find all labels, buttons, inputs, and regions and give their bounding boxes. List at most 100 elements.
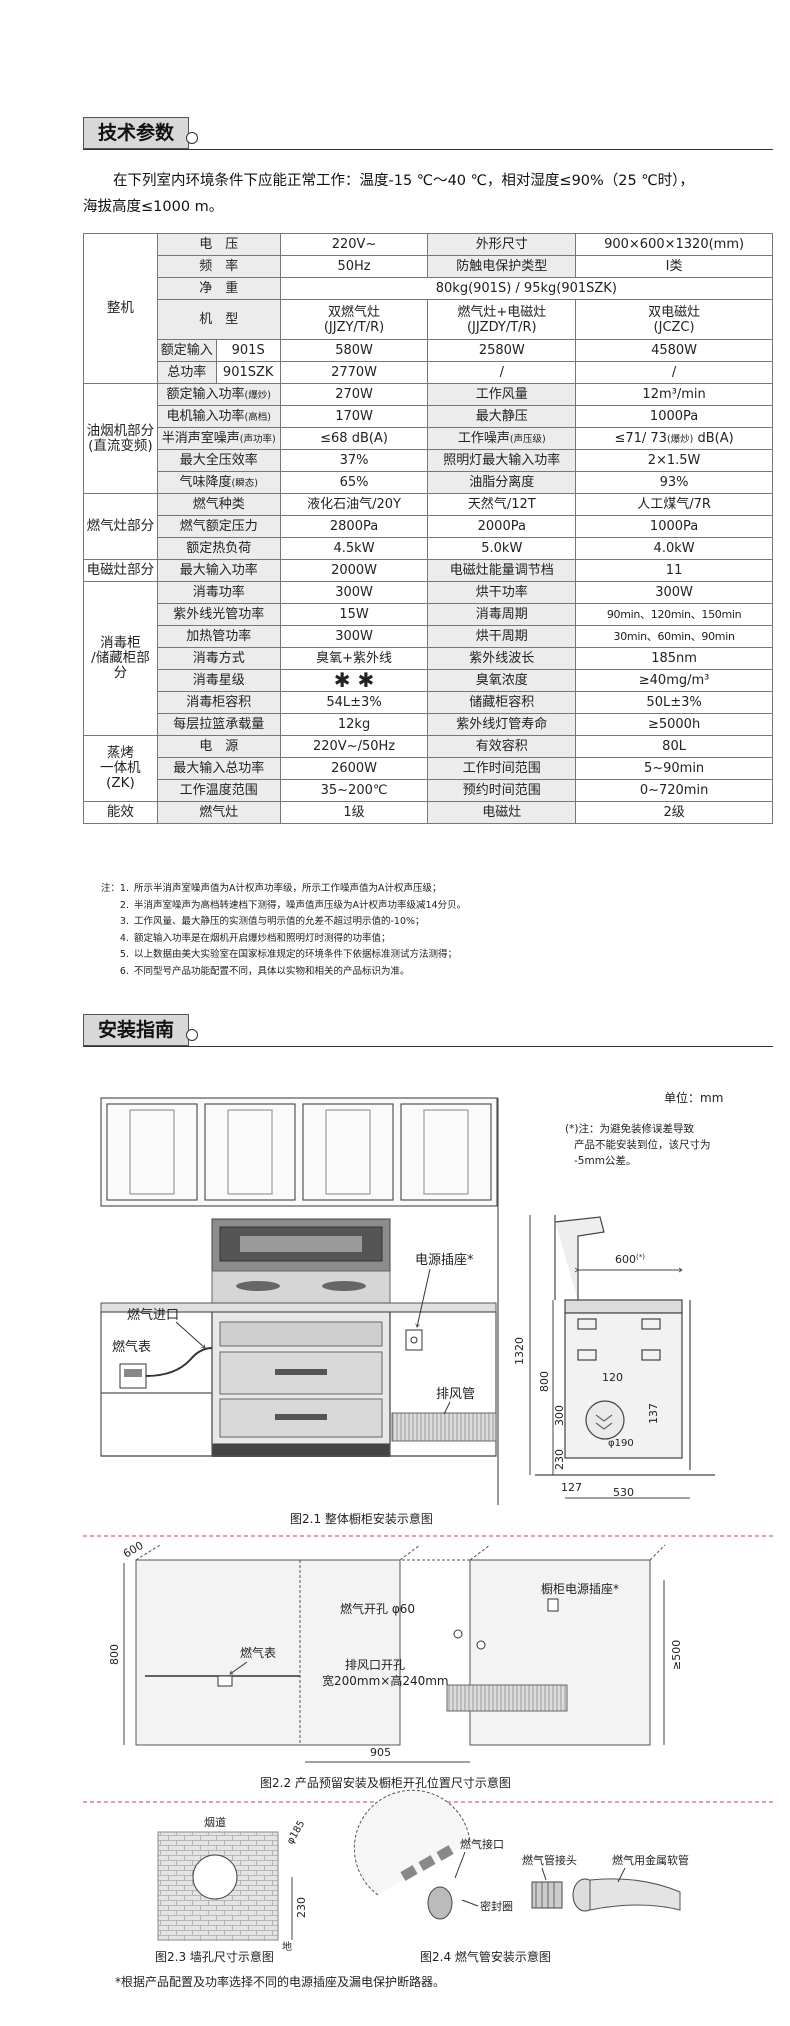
- section-title-text: 技术参数: [98, 122, 175, 144]
- param-label: 消毒功率: [156, 581, 281, 604]
- param-label: 有效容积: [427, 735, 577, 758]
- table-row: 燃气额定压力 2800Pa 2000Pa 1000Pa: [84, 515, 773, 538]
- table-row: 工作温度范围 35~200℃ 预约时间范围 0~720min: [84, 779, 773, 802]
- tolerance-note: (*)注：为避免装修误差导致: [565, 1122, 694, 1135]
- dim-120: 120: [602, 1371, 623, 1384]
- param-label: 总功率: [156, 361, 217, 384]
- figure-2-4: 燃气接口 密封圈 燃气管接头 燃气用金属软管 图2.4 燃气管安装示意图: [353, 1789, 689, 1964]
- dim-137: 137: [647, 1403, 660, 1424]
- tag-hook-icon: [186, 1029, 199, 1041]
- param-value: 15W: [279, 603, 429, 626]
- param-value: 90min、120min、150min: [575, 603, 773, 626]
- param-label: 工作风量: [427, 383, 577, 406]
- param-value: 双燃气灶(JJZY/T/R): [279, 299, 429, 340]
- table-row: 每层拉篮承载量 12kg 紫外线灯管寿命 ≥5000h: [84, 713, 773, 736]
- hose-label: 燃气用金属软管: [612, 1853, 689, 1867]
- tolerance-note: -5mm公差。: [574, 1154, 636, 1167]
- section-title-install: 安装指南: [83, 1014, 199, 1046]
- param-value: 双电磁灶(JCZC): [575, 299, 773, 340]
- table-row: 最大输入总功率 2600W 工作时间范围 5~90min: [84, 757, 773, 780]
- dim-600-tolerance: (*): [636, 1253, 645, 1261]
- intro-line: 海拔高度≤1000 m。: [83, 199, 224, 215]
- table-row: 整机 电 压 220V~ 外形尺寸 900×600×1320(mm): [83, 233, 773, 384]
- dim-phi190: φ190: [608, 1438, 634, 1449]
- param-value: 液化石油气/20Y: [279, 493, 429, 516]
- figure-2-3: 烟道 φ185 230 地 图2.3 墙孔尺寸示意图: [155, 1815, 308, 1964]
- cabinet-socket-label: 橱柜电源插座*: [541, 1581, 619, 1596]
- note-item: 5.以上数据由美大实验室在国家标准规定的环境条件下依据标准测试方法测得；: [119, 949, 458, 960]
- dim-800: 800: [538, 1371, 551, 1392]
- ground-label: 地: [282, 1940, 292, 1953]
- param-value: 1000Pa: [575, 515, 773, 538]
- param-label: 工作时间范围: [427, 757, 577, 780]
- socket-icon: [547, 1598, 559, 1612]
- group-label: 整机: [83, 233, 158, 384]
- table-row: 消毒柜容积 54L±3% 储藏柜容积 50L±3%: [84, 691, 773, 714]
- param-value: ≥5000h: [575, 713, 773, 736]
- param-label: 紫外线光管功率: [156, 603, 281, 626]
- param-value: 300W: [279, 581, 429, 604]
- dim-530: 530: [613, 1486, 634, 1499]
- figure-caption: 图2.1 整体橱柜安装示意图: [290, 1511, 433, 1526]
- param-label: 加热管功率: [156, 625, 281, 648]
- dim-1320: 1320: [513, 1337, 526, 1365]
- param-value: 65%: [279, 471, 429, 494]
- param-value: 50L±3%: [575, 691, 773, 714]
- dim-230: 230: [295, 1897, 308, 1918]
- table-row: 额定热负荷 4.5kW 5.0kW 4.0kW: [84, 537, 773, 560]
- param-label: 消毒柜容积: [156, 691, 281, 714]
- param-label: 工作温度范围: [156, 779, 281, 802]
- flue-label: 烟道: [204, 1815, 226, 1829]
- param-label: 电 压: [156, 233, 281, 256]
- table-row: 油烟机部分(直流变频) 额定输入功率(爆炒) 270W 工作风量 12m³/mi…: [83, 383, 773, 494]
- param-value: 220V~/50Hz: [279, 735, 429, 758]
- param-label: 最大输入功率: [156, 559, 281, 582]
- param-value: ≥40mg/m³: [575, 669, 773, 692]
- vent-hole-label: 排风口开孔: [345, 1658, 405, 1672]
- param-value: 2000Pa: [427, 515, 577, 538]
- wall-cabinets: [100, 1097, 498, 1207]
- param-value: 12m³/min: [575, 383, 773, 406]
- param-label: 消毒周期: [427, 603, 577, 626]
- param-label: 频 率: [156, 255, 281, 278]
- dim-230: 230: [553, 1449, 566, 1470]
- param-label: 消毒方式: [156, 647, 281, 670]
- param-value: 2000W: [279, 559, 429, 582]
- group-label: 蒸烤一体机(ZK): [83, 735, 158, 802]
- param-value: 5~90min: [575, 757, 773, 780]
- param-label: 工作噪声(声压级): [427, 427, 577, 450]
- figure-2-2: 燃气表 燃气开孔 φ60 橱柜电源插座* 排风口开孔 宽200mm×高240mm…: [108, 1539, 683, 1790]
- dim-300: 300: [553, 1405, 566, 1426]
- dim-600: 600: [121, 1539, 146, 1561]
- group-label: 油烟机部分(直流变频): [83, 383, 158, 494]
- param-label: 机 型: [156, 299, 281, 340]
- figure-caption: 图2.2 产品预留安装及橱柜开孔位置尺寸示意图: [260, 1775, 511, 1790]
- table-row: 最大全压效率 37% 照明灯最大输入功率 2×1.5W: [84, 449, 773, 472]
- range-hood: [211, 1218, 391, 1304]
- table-row: 额定输入 901S 580W 2580W 4580W: [84, 339, 773, 362]
- param-label: 最大静压: [427, 405, 577, 428]
- table-row: 消毒星级 ✱ ✱ 臭氧浓度 ≥40mg/m³: [84, 669, 773, 692]
- group-label: 能效: [83, 801, 158, 824]
- param-value: 900×600×1320(mm): [575, 233, 773, 256]
- table-row: 半消声室噪声(声功率) ≤68 dB(A) 工作噪声(声压级) ≤71/ 73(…: [84, 427, 773, 450]
- param-label: 预约时间范围: [427, 779, 577, 802]
- table-row: 气味降度(瞬态) 65% 油脂分离度 93%: [84, 471, 773, 494]
- param-label: 额定输入: [156, 339, 217, 362]
- param-label: 半消声室噪声(声功率): [156, 427, 281, 450]
- param-value: 1000Pa: [575, 405, 773, 428]
- param-value: 人工煤气/7R: [575, 493, 773, 516]
- gas-meter-icon: [217, 1675, 233, 1687]
- dim-500: ≥500: [670, 1640, 683, 1670]
- gas-meter-label: 燃气表: [112, 1339, 151, 1355]
- meter-label: 燃气表: [240, 1645, 276, 1660]
- param-value: 2580W: [427, 339, 577, 362]
- side-view: [535, 1215, 715, 1476]
- figure-caption: 图2.4 燃气管安装示意图: [420, 1949, 551, 1964]
- section-title-tech: 技术参数: [83, 117, 199, 149]
- dim-phi185: φ185: [285, 1819, 307, 1847]
- param-value: 2770W: [279, 361, 429, 384]
- param-label: 照明灯最大输入功率: [427, 449, 577, 472]
- exhaust-hose: [446, 1684, 568, 1712]
